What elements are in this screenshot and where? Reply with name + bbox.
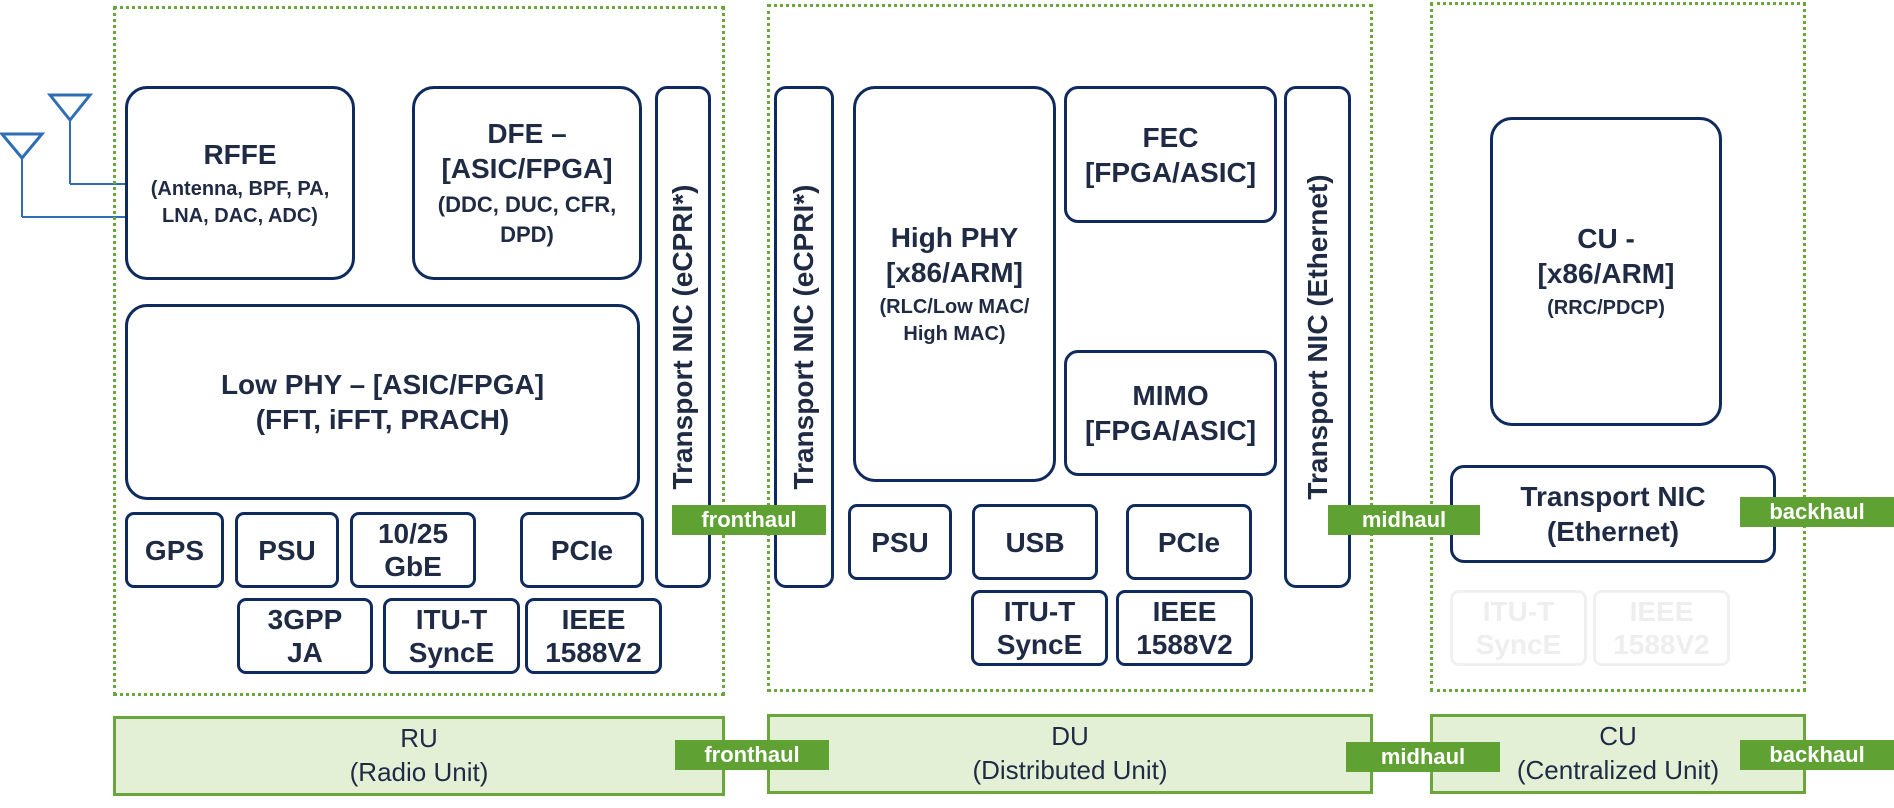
- cu-group: [1430, 2, 1806, 692]
- cu-ieee-box: IEEE 1588V2: [1593, 590, 1730, 666]
- high-phy-sub-line2: High MAC): [903, 323, 1006, 345]
- mimo-sub: [FPGA/ASIC]: [1084, 415, 1257, 446]
- du-synce-line1: ITU-T: [1003, 595, 1076, 627]
- mimo-title: MIMO: [1132, 380, 1209, 411]
- cu-ieee-line2: 1588V2: [1613, 629, 1710, 660]
- du-synce-line2: SyncE: [996, 629, 1083, 660]
- low-phy-box: Low PHY – [ASIC/FPGA] (FFT, iFFT, PRACH): [125, 304, 640, 500]
- ru-synce-line1: ITU-T: [415, 603, 488, 635]
- du-transport-nic-right: Transport NIC (Ethernet): [1284, 86, 1351, 588]
- gbe-box: 10/25 GbE: [350, 512, 476, 588]
- midhaul-tag-bottom: midhaul: [1346, 742, 1500, 772]
- ja-label-line1: 3GPP: [267, 603, 343, 635]
- backhaul-tag-bottom: backhaul: [1740, 740, 1894, 770]
- ru-transport-nic-label: Transport NIC (eCPRI*): [667, 184, 698, 490]
- fronthaul-tag-top: fronthaul: [672, 505, 826, 535]
- cu-synce-line2: SyncE: [1475, 629, 1562, 660]
- cu-unit-name: CU: [1599, 721, 1637, 752]
- dfe-title: DFE – [ASIC/FPGA]: [441, 116, 612, 186]
- ru-pcie-label: PCIe: [550, 534, 614, 566]
- gps-label: GPS: [144, 534, 205, 566]
- cu-cpu-title-line1: CU -: [1577, 223, 1635, 254]
- rffe-sub-line1: (Antenna, BPF, PA,: [150, 177, 330, 200]
- antenna-icons: [0, 93, 128, 218]
- cu-transport-nic: Transport NIC (Ethernet): [1450, 465, 1776, 563]
- antenna-icon: [0, 132, 46, 161]
- du-ieee-box: IEEE 1588V2: [1116, 590, 1253, 666]
- cu-synce-box: ITU-T SyncE: [1450, 590, 1587, 666]
- ja-label-line2: JA: [287, 637, 323, 668]
- dfe-sub-line2: DPD): [500, 222, 554, 247]
- du-pcie-label: PCIe: [1157, 526, 1221, 558]
- gbe-label-line2: GbE: [384, 551, 442, 582]
- cu-cpu-box: CU - [x86/ARM] (RRC/PDCP): [1490, 117, 1722, 426]
- ru-psu-box: PSU: [235, 512, 339, 588]
- du-unit-full: (Distributed Unit): [972, 755, 1168, 785]
- cu-cpu-sub: (RRC/PDCP): [1547, 297, 1665, 319]
- du-transport-nic-right-label: Transport NIC (Ethernet): [1301, 174, 1333, 500]
- high-phy-sub: (RLC/Low MAC/ High MAC): [880, 294, 1030, 348]
- ru-unit-full: (Radio Unit): [349, 757, 489, 787]
- du-synce-box: ITU-T SyncE: [971, 590, 1108, 666]
- du-ieee-line2: 1588V2: [1136, 629, 1233, 660]
- ru-unit-bar: RU (Radio Unit): [113, 716, 725, 796]
- fec-box: FEC [FPGA/ASIC]: [1064, 86, 1277, 223]
- backhaul-tag-top: backhaul: [1740, 497, 1894, 527]
- cu-transport-sub: (Ethernet): [1546, 516, 1680, 547]
- cu-synce-line1: ITU-T: [1482, 595, 1555, 627]
- ru-ieee-box: IEEE 1588V2: [525, 598, 662, 674]
- low-phy-sub: (FFT, iFFT, PRACH): [255, 404, 510, 435]
- ja-box: 3GPP JA: [237, 598, 373, 674]
- rffe-title: RFFE: [203, 138, 277, 170]
- ru-ieee-line2: 1588V2: [545, 637, 642, 668]
- antenna-icon: [46, 93, 94, 123]
- du-transport-nic-left: Transport NIC (eCPRI*): [774, 86, 834, 588]
- cu-unit-full: (Centralized Unit): [1516, 755, 1720, 785]
- du-unit-name: DU: [1051, 721, 1089, 752]
- low-phy-title: Low PHY – [ASIC/FPGA]: [220, 369, 545, 400]
- cu-cpu-title-line2: [x86/ARM]: [1537, 258, 1675, 289]
- rffe-box: RFFE (Antenna, BPF, PA, LNA, DAC, ADC): [125, 86, 355, 280]
- high-phy-sub-line1: (RLC/Low MAC/: [879, 296, 1030, 318]
- high-phy-box: High PHY [x86/ARM] (RLC/Low MAC/ High MA…: [853, 86, 1056, 482]
- fec-title: FEC: [1142, 121, 1199, 153]
- cu-cpu-title: CU - [x86/ARM]: [1538, 221, 1675, 291]
- dfe-title-line1: DFE –: [487, 118, 567, 150]
- dfe-box: DFE – [ASIC/FPGA] (DDC, DUC, CFR, DPD): [412, 86, 642, 280]
- fronthaul-tag-bottom: fronthaul: [675, 740, 829, 770]
- du-pcie-box: PCIe: [1126, 504, 1252, 580]
- du-unit-bar: DU (Distributed Unit): [767, 714, 1373, 794]
- high-phy-title: High PHY [x86/ARM]: [886, 220, 1023, 290]
- rffe-sub-line2: LNA, DAC, ADC): [162, 204, 318, 227]
- cu-ieee-line1: IEEE: [1629, 595, 1694, 627]
- cu-transport-title: Transport NIC: [1520, 481, 1706, 512]
- du-ieee-line1: IEEE: [1152, 595, 1217, 627]
- high-phy-title-line1: High PHY: [890, 222, 1019, 253]
- mimo-box: MIMO [FPGA/ASIC]: [1064, 350, 1277, 476]
- gbe-label-line1: 10/25: [377, 517, 449, 549]
- usb-label: USB: [1005, 526, 1065, 558]
- gps-box: GPS: [125, 512, 224, 588]
- ru-ieee-line1: IEEE: [561, 603, 626, 635]
- ru-group: [113, 6, 725, 696]
- usb-box: USB: [972, 504, 1098, 580]
- du-psu-box: PSU: [848, 504, 952, 580]
- dfe-title-line2: [ASIC/FPGA]: [441, 153, 613, 185]
- midhaul-tag-top: midhaul: [1328, 505, 1480, 535]
- ru-transport-nic: Transport NIC (eCPRI*): [655, 86, 711, 588]
- dfe-sub: (DDC, DUC, CFR, DPD): [438, 190, 616, 249]
- ru-psu-label: PSU: [258, 534, 316, 566]
- du-psu-label: PSU: [871, 526, 929, 558]
- du-transport-nic-left-label: Transport NIC (eCPRI*): [788, 184, 819, 490]
- du-group: [767, 4, 1373, 692]
- ru-synce-line2: SyncE: [408, 637, 495, 668]
- dfe-sub-line1: (DDC, DUC, CFR,: [437, 192, 617, 218]
- ru-unit-name: RU: [400, 723, 438, 754]
- rffe-sub: (Antenna, BPF, PA, LNA, DAC, ADC): [151, 176, 330, 230]
- high-phy-title-line2: [x86/ARM]: [886, 257, 1023, 288]
- ru-synce-box: ITU-T SyncE: [383, 598, 520, 674]
- fec-sub: [FPGA/ASIC]: [1084, 156, 1257, 188]
- ru-pcie-box: PCIe: [520, 512, 644, 588]
